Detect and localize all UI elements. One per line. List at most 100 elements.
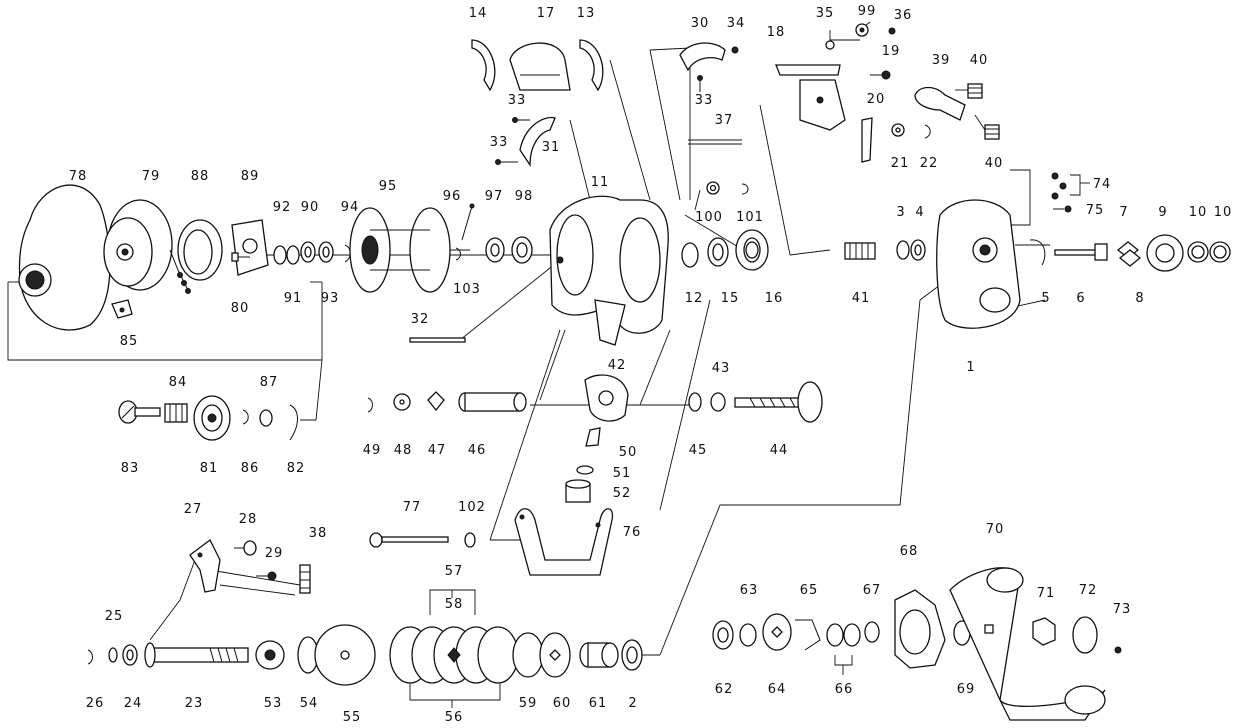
label-69: 69 (957, 682, 976, 697)
label-43: 43 (712, 361, 731, 376)
label-35: 35 (816, 6, 835, 21)
label-20: 20 (867, 92, 886, 107)
label-50: 50 (619, 445, 638, 460)
part-45-bearing (688, 392, 702, 412)
part-11-frame (549, 195, 669, 346)
part-26-clip (87, 649, 93, 665)
part-40-spring-b (984, 124, 1000, 140)
label-48: 48 (394, 443, 413, 458)
part-90-bearing (300, 241, 316, 263)
label-34: 34 (727, 16, 746, 31)
label-7: 7 (1119, 205, 1128, 220)
label-33b: 33 (490, 135, 509, 150)
label-75: 75 (1086, 203, 1105, 218)
part-drawings (18, 23, 1231, 721)
part-46-tube (458, 392, 527, 412)
label-40a: 40 (970, 53, 989, 68)
label-25: 25 (105, 609, 124, 624)
part-22-clip (924, 124, 931, 139)
label-92: 92 (273, 200, 292, 215)
label-44: 44 (770, 443, 789, 458)
label-47: 47 (428, 443, 447, 458)
label-76: 76 (623, 525, 642, 540)
label-4: 4 (915, 205, 924, 220)
part-44-worm-shaft (734, 381, 823, 423)
part-21-washer (891, 123, 905, 137)
label-63: 63 (740, 583, 759, 598)
label-5: 5 (1041, 291, 1050, 306)
part-84-spring (164, 403, 188, 423)
label-51: 51 (613, 466, 632, 481)
part-75-screw (1053, 205, 1072, 213)
part-68-handle-nut-plate (894, 589, 946, 669)
label-62: 62 (715, 682, 734, 697)
label-81: 81 (200, 461, 219, 476)
label-16: 16 (765, 291, 784, 306)
part-41-pinion-gear (844, 242, 876, 260)
part-73-screw (1114, 646, 1122, 654)
part-28-screw (234, 540, 257, 556)
part-33-screw-c (697, 75, 703, 92)
label-3: 3 (896, 205, 905, 220)
part-33-screw-a (512, 117, 530, 123)
part-88-ring (177, 219, 223, 281)
label-59: 59 (519, 696, 538, 711)
label-57: 57 (445, 564, 464, 579)
part-74-screws (1051, 172, 1067, 200)
part-81-cast-knob (193, 395, 231, 441)
part-14-clip (471, 39, 496, 92)
part-40-spring-a (967, 83, 983, 99)
part-12-ring (681, 242, 699, 268)
part-92-washer (273, 245, 287, 265)
label-98: 98 (515, 189, 534, 204)
part-93-bearing (318, 241, 334, 263)
label-79: 79 (142, 169, 161, 184)
part-9-star-drag (1146, 234, 1184, 272)
label-38: 38 (309, 526, 328, 541)
part-2-bearing (621, 639, 643, 671)
label-9: 9 (1158, 205, 1167, 220)
label-2: 2 (628, 696, 637, 711)
part-64-ratchet (762, 613, 792, 651)
label-68: 68 (900, 544, 919, 559)
label-49: 49 (363, 443, 382, 458)
part-47-pawl (427, 391, 445, 412)
part-51-washer (576, 465, 594, 475)
label-26: 26 (86, 696, 105, 711)
part-20-pawl (861, 117, 873, 163)
part-83-knob-screw (118, 400, 161, 424)
part-72-retainer-plate (1072, 616, 1098, 654)
part-31-plate (519, 116, 556, 168)
label-15: 15 (721, 291, 740, 306)
label-77: 77 (403, 500, 422, 515)
part-36-screw (888, 27, 896, 35)
label-1: 1 (966, 360, 975, 375)
label-22: 22 (920, 156, 939, 171)
label-97: 97 (485, 189, 504, 204)
label-29: 29 (265, 546, 284, 561)
part-62-bearing (712, 620, 734, 650)
label-103: 103 (453, 282, 481, 297)
label-8: 8 (1135, 291, 1144, 306)
label-53: 53 (264, 696, 283, 711)
part-101-ring (745, 241, 759, 259)
part-79-brake-housing (103, 199, 191, 294)
part-29-screw (256, 571, 277, 581)
part-4-bearing (910, 239, 926, 261)
label-73: 73 (1113, 602, 1132, 617)
label-71: 71 (1037, 586, 1056, 601)
label-78: 78 (69, 169, 88, 184)
label-40b: 40 (985, 156, 1004, 171)
part-38-spring (299, 564, 311, 594)
part-67-washer (864, 621, 880, 643)
label-21: 21 (891, 156, 910, 171)
label-93: 93 (321, 291, 340, 306)
label-28: 28 (239, 512, 258, 527)
label-67: 67 (863, 583, 882, 598)
label-14: 14 (469, 6, 488, 21)
part-103-clip (455, 247, 461, 261)
part-23-main-shaft (144, 642, 249, 668)
part-100-clip (741, 183, 749, 195)
label-94: 94 (341, 200, 360, 215)
